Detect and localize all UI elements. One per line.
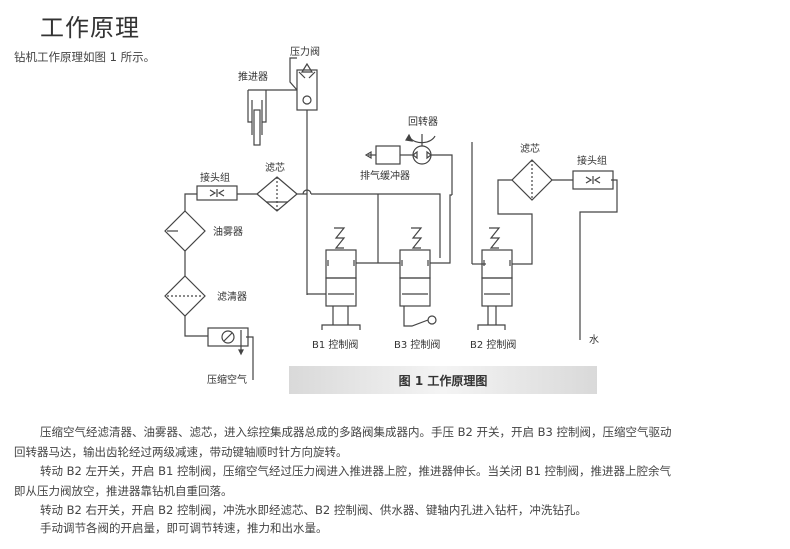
exhaust-buffer-symbol	[364, 145, 413, 165]
connector-left-symbol	[196, 185, 238, 201]
connector-right-symbol	[572, 170, 614, 190]
rotator-symbol	[405, 133, 436, 165]
air-filter-symbol	[164, 275, 206, 317]
oil-mist-symbol	[164, 210, 206, 252]
compressed-air-label: 压缩空气	[207, 373, 247, 386]
paragraph-4: 手动调节各阀的开启量，即可调节转速，推力和出水量。	[40, 521, 328, 535]
rotator-label: 回转器	[408, 115, 438, 128]
page-title: 工作原理	[40, 14, 140, 42]
connector-left-label: 接头组	[200, 171, 230, 184]
air-filter-label: 滤清器	[217, 290, 247, 303]
intro-text: 钻机工作原理如图 1 所示。	[14, 50, 156, 64]
propeller-symbol	[247, 89, 297, 146]
filter-core-left-label: 滤芯	[265, 161, 285, 174]
connector-right-label: 接头组	[577, 154, 607, 167]
b1-valve-label: B1 控制阀	[312, 338, 358, 351]
paragraph-1-line-2: 回转器马达，输出齿轮经过两级减速，带动键轴顺时针方向旋转。	[14, 445, 348, 459]
water-label: 水	[589, 334, 599, 346]
filter-core-right-label: 滤芯	[520, 142, 540, 155]
b2-valve-symbol	[477, 227, 513, 330]
pressure-valve-symbol	[289, 57, 318, 111]
paragraph-2-line-1: 转动 B2 左开关，开启 B1 控制阀，压缩空气经过压力阀进入推进器上腔，推进器…	[40, 464, 672, 478]
b2-valve-label: B2 控制阀	[470, 338, 516, 351]
filter-core-right-symbol	[511, 159, 553, 201]
paragraph-1-line-1: 压缩空气经滤清器、油雾器、滤芯，进入综控集成器总成的多路阀集成器内。手压 B2 …	[40, 425, 672, 439]
b1-valve-symbol	[321, 227, 361, 330]
exhaust-buffer-label: 排气缓冲器	[360, 169, 410, 182]
b3-valve-label: B3 控制阀	[394, 338, 440, 351]
working-principle-diagram: 压力阀 推进器 滤芯 接头组 油雾器 滤清器	[164, 45, 618, 386]
figure-caption-bar: 图 1 工作原理图	[289, 366, 597, 394]
air-source-symbol	[207, 327, 254, 380]
b3-valve-symbol	[399, 227, 437, 327]
figure-caption: 图 1 工作原理图	[398, 374, 488, 388]
pressure-valve-label: 压力阀	[290, 45, 320, 58]
oil-mist-label: 油雾器	[213, 225, 243, 238]
paragraph-2-line-2: 即从压力阀放空，推进器靠钻机自重回落。	[14, 484, 233, 498]
propeller-label: 推进器	[238, 70, 268, 83]
paragraph-3: 转动 B2 右开关，开启 B2 控制阀，冲洗水即经滤芯、B2 控制阀、供水器、键…	[40, 503, 587, 517]
filter-core-left-symbol	[256, 176, 298, 212]
